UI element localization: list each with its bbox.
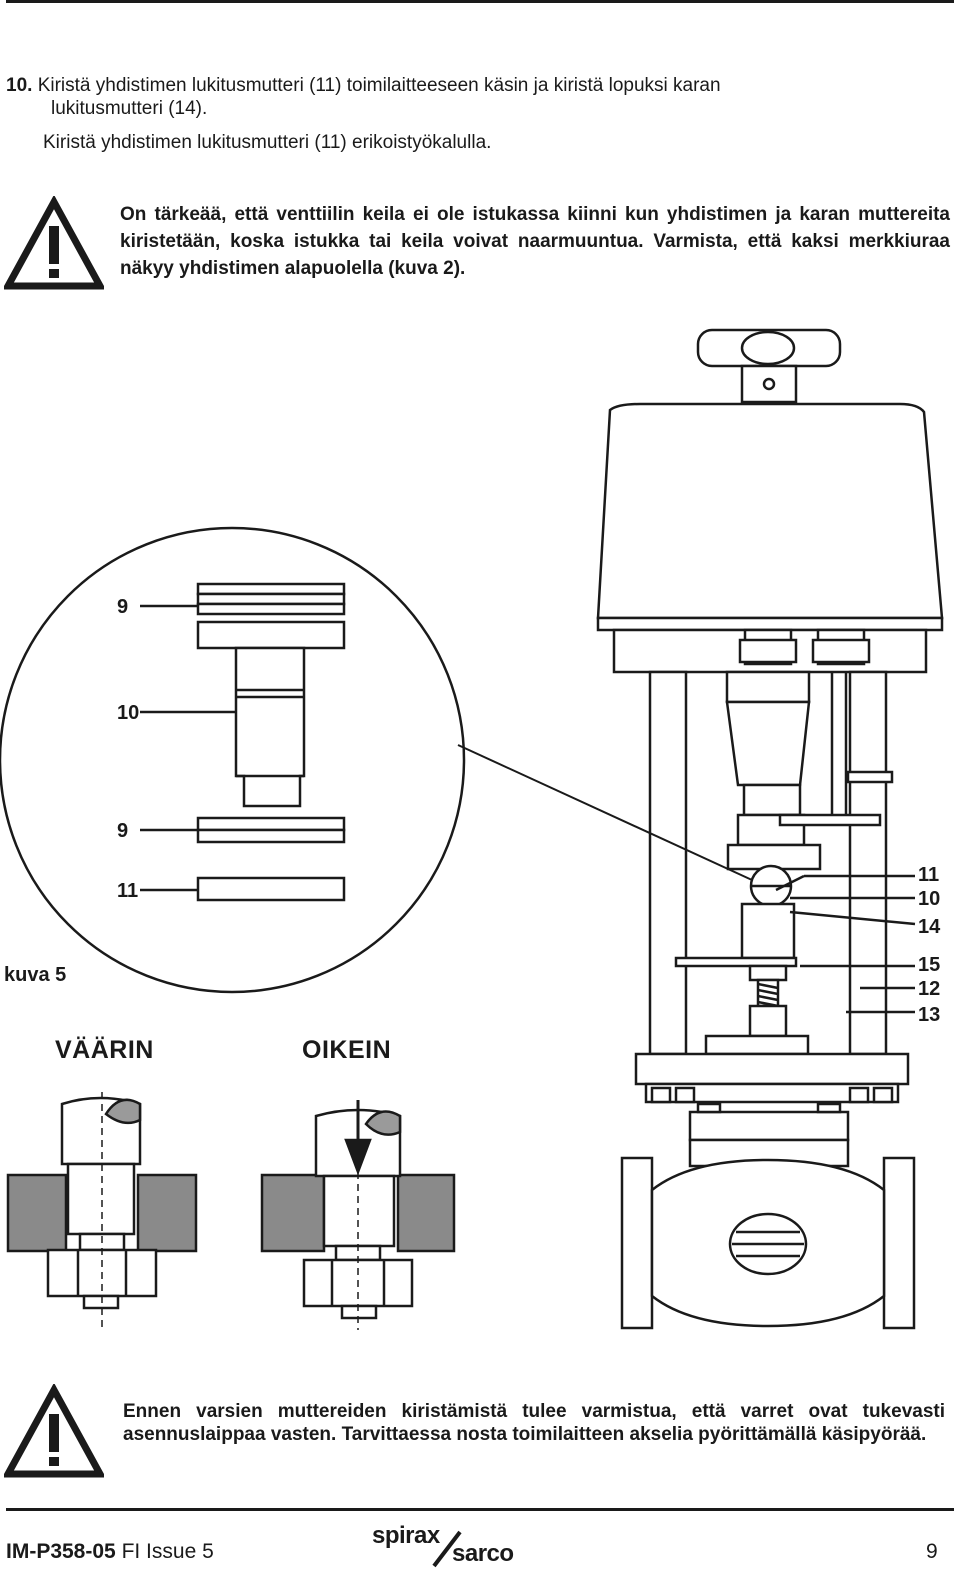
- side-callout-15: 15: [918, 954, 941, 976]
- wrong-label: VÄÄRIN: [55, 1036, 154, 1064]
- side-callout-10: 10: [918, 888, 941, 910]
- footer-doc-info: IM-P358-05 FI Issue 5: [6, 1540, 214, 1564]
- side-callout-11: 11: [918, 864, 940, 886]
- figure-caption: kuva 5: [4, 964, 67, 986]
- callout-11: 11: [117, 880, 139, 902]
- callout-9: 9: [117, 596, 129, 618]
- right-label: OIKEIN: [302, 1036, 392, 1064]
- step-10-line1: Kiristä yhdistimen lukitusmutteri (11) t…: [37, 75, 721, 96]
- spirax-sarco-logo: spirax sarco: [372, 1522, 542, 1572]
- bottom-rule: [6, 1508, 954, 1511]
- step-10: 10. Kiristä yhdistimen lukitusmutteri (1…: [6, 74, 926, 120]
- side-callout-14: 14: [918, 916, 941, 938]
- side-callout-12: 12: [918, 978, 941, 1000]
- warning-triangle-icon: [4, 196, 104, 290]
- valve-assembly-diagram: [0, 328, 944, 1330]
- callout-10: 10: [117, 702, 140, 724]
- issue: FI Issue 5: [121, 1540, 214, 1563]
- warning-text-2: Ennen varsien muttereiden kiristämistä t…: [123, 1401, 945, 1445]
- page-number: 9: [926, 1540, 938, 1563]
- warning-text-1: On tärkeää, että venttiilin keila ei ole…: [120, 204, 950, 279]
- top-rule: [6, 0, 954, 3]
- step-number: 10.: [6, 75, 33, 96]
- doc-code: IM-P358-05: [6, 1540, 116, 1563]
- warning-triangle-icon: [4, 1384, 104, 1478]
- callout-9-lower: 9: [117, 820, 129, 842]
- side-callout-13: 13: [918, 1004, 941, 1026]
- step-10-line2: lukitusmutteri (14).: [51, 98, 208, 119]
- logo-bottom: sarco: [452, 1540, 514, 1567]
- step-10-line3: Kiristä yhdistimen lukitusmutteri (11) e…: [43, 132, 492, 153]
- logo-top: spirax: [372, 1522, 440, 1549]
